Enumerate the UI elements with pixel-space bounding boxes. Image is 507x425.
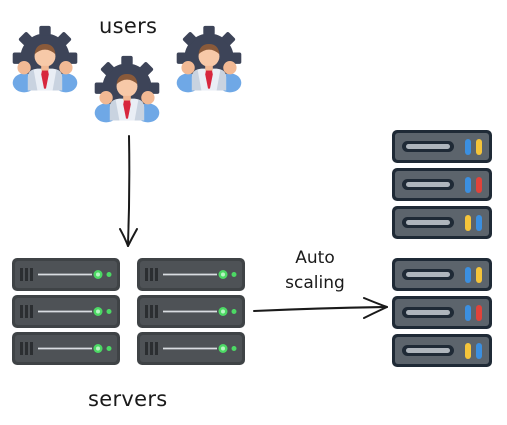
server-rack-left-1 — [11, 257, 121, 366]
server-rack-right-bottom — [392, 258, 492, 367]
user-icon-1 — [12, 25, 78, 93]
servers-label: servers — [88, 387, 168, 411]
user-icon-2 — [94, 55, 160, 123]
auto-scaling-label: Auto scaling — [276, 246, 354, 296]
server-rack-right-top — [392, 130, 492, 239]
user-icon-3 — [176, 25, 242, 93]
users-label: users — [99, 14, 158, 38]
auto-scaling-arrow — [253, 297, 388, 319]
users-to-servers-arrow — [119, 135, 138, 247]
server-rack-left-2 — [136, 257, 246, 366]
auto-scaling-label-line2: scaling — [285, 273, 345, 293]
auto-scaling-label-line1: Auto — [295, 248, 335, 268]
